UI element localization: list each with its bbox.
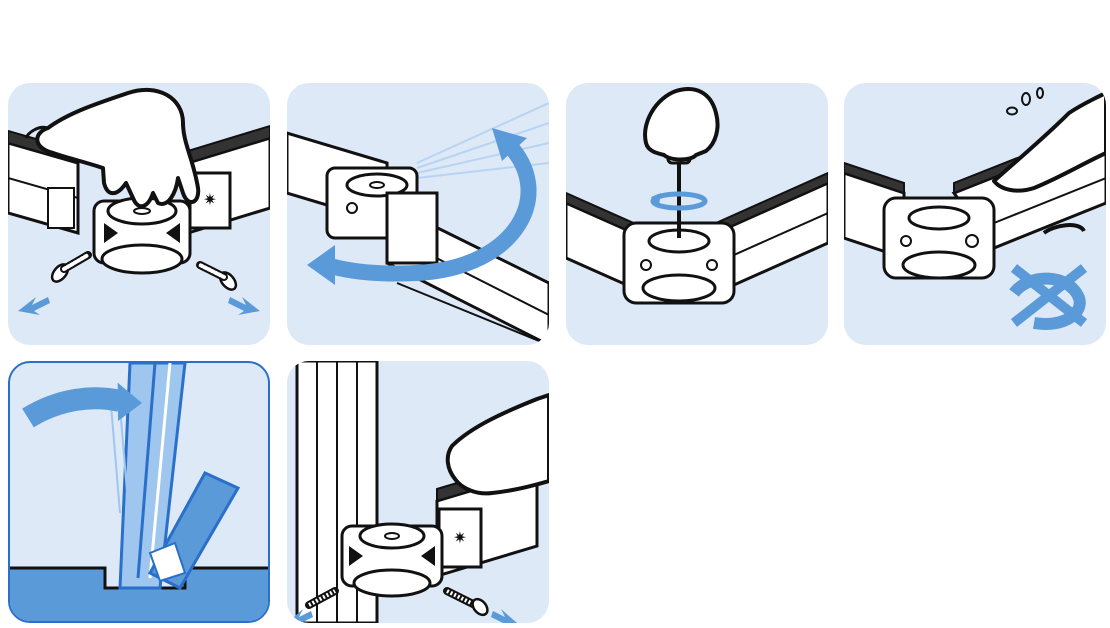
step-6-panel: ✷ (287, 361, 549, 623)
step-2-illustration (287, 83, 549, 345)
step-6-illustration: ✷ (287, 361, 549, 623)
connector-icon (327, 168, 437, 263)
step-4-panel (844, 83, 1106, 345)
screw-detail-icon (120, 363, 238, 588)
step-3-panel (566, 83, 828, 345)
connector-icon (884, 198, 994, 278)
connector-icon (342, 524, 442, 596)
drop-icon (1007, 88, 1043, 115)
arrow-icon (18, 297, 260, 315)
hand-icon (448, 395, 549, 493)
step-4-illustration (844, 83, 1106, 345)
connector-icon (94, 198, 190, 273)
arrow-icon (28, 383, 142, 421)
right-profile: ✷ (188, 126, 270, 233)
svg-text:✷: ✷ (203, 190, 216, 209)
step-1-illustration: ✷ (8, 83, 270, 345)
step-5-illustration (10, 363, 268, 621)
step-3-illustration (566, 83, 828, 345)
svg-text:✷: ✷ (453, 528, 466, 547)
step-2-panel (287, 83, 549, 345)
step-1-panel: ✷ (8, 83, 270, 345)
hand-icon (645, 89, 718, 159)
step-5-detail-panel (8, 361, 270, 623)
crossed-rotate-icon (1014, 268, 1084, 324)
